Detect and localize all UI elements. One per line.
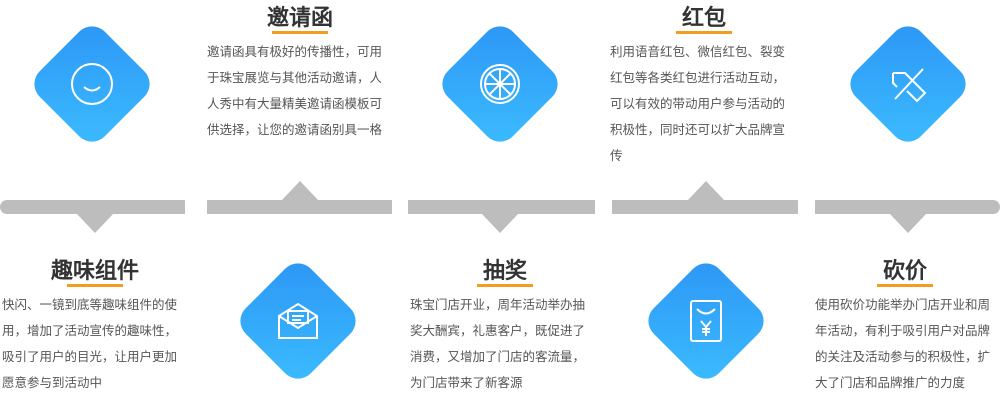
title-underline	[676, 31, 732, 34]
title-underline	[877, 284, 933, 287]
pointer-down	[76, 213, 114, 233]
feature-description: 利用语音红包、微信红包、裂变红包等各类红包进行活动互动，可以有效的带动用户参与活…	[610, 44, 786, 163]
feature-description: 使用砍价功能举办门店开业和周年活动，有利于吸引用户对品牌的关注及活动参与的积极性…	[815, 297, 991, 390]
pointer-up	[687, 181, 725, 201]
feature-description: 珠宝门店开业，周年活动举办抽奖大酬宾，礼惠客户，既促进了消费，又增加了门店的客流…	[410, 297, 586, 390]
red-packet-icon	[676, 291, 736, 351]
timeline-segment	[815, 200, 1000, 214]
feature-title: 红包	[681, 6, 726, 31]
timeline-segment	[612, 200, 798, 214]
feature-title: 邀请函	[266, 6, 333, 31]
envelope-icon	[268, 291, 328, 351]
feature-title: 趣味组件	[50, 259, 139, 284]
timeline-segment	[207, 200, 392, 214]
pointer-down	[889, 213, 927, 233]
title-underline	[67, 284, 123, 287]
feature-title: 抽奖	[482, 259, 527, 284]
feature-description: 邀请函具有极好的传播性，可用于珠宝展览与其他活动邀请，人人秀中有大量精美邀请函模…	[207, 44, 383, 137]
feature-description: 快闪、一镜到底等趣味组件的使用，增加了活动宣传的趣味性，吸引了用户的目光，让用户…	[2, 297, 178, 390]
title-underline	[272, 31, 328, 34]
smile-icon	[62, 54, 122, 114]
timeline-segment	[408, 200, 595, 214]
pointer-down	[481, 213, 519, 233]
cut-price-tag-icon	[878, 54, 938, 114]
pointer-up	[281, 181, 319, 201]
timeline-segment	[0, 200, 185, 214]
title-underline	[477, 284, 533, 287]
wheel-icon	[470, 54, 530, 114]
feature-title: 砍价	[882, 259, 927, 284]
